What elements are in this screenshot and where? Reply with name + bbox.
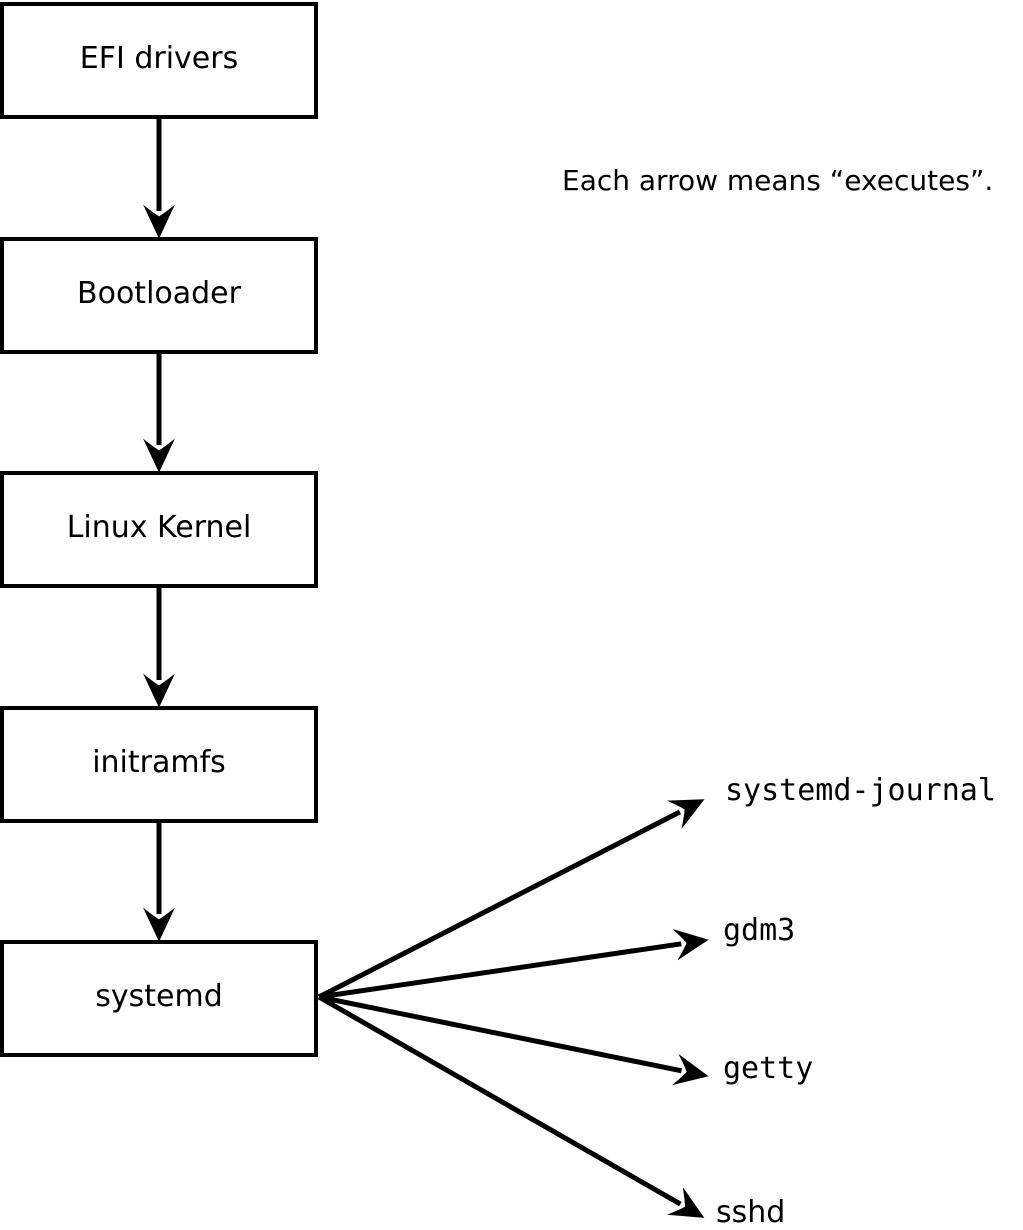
branch-label-systemd-journal: systemd-journal: [725, 773, 996, 808]
node-label-bootloader: Bootloader: [77, 276, 242, 311]
node-label-systemd: systemd: [95, 979, 223, 1014]
arrow-systemd-to-sshd: [317, 994, 705, 1218]
node-label-linux-kernel: Linux Kernel: [67, 510, 252, 545]
node-box-efi-drivers: [0, 2, 318, 119]
arrow-systemd-to-gdm3: [318, 928, 709, 1000]
node-box-bootloader: [0, 237, 318, 354]
node-systemd: systemd: [0, 940, 318, 1057]
branch-label-getty: getty: [723, 1051, 813, 1086]
node-linux-kernel: Linux Kernel: [0, 471, 318, 588]
node-box-initramfs: [0, 706, 318, 823]
arrow-systemd-to-getty: [318, 994, 709, 1086]
node-box-linux-kernel: [0, 471, 318, 588]
arrow-meaning-note: Each arrow means “executes”.: [562, 164, 993, 197]
node-label-efi-drivers: EFI drivers: [80, 41, 238, 76]
branch-label-gdm3: gdm3: [723, 913, 795, 948]
branch-label-sshd: sshd: [716, 1195, 785, 1230]
node-initramfs: initramfs: [0, 706, 318, 823]
node-bootloader: Bootloader: [0, 237, 318, 354]
node-efi-drivers: EFI drivers: [0, 2, 318, 119]
arrow-systemd-to-systemd-journal: [317, 799, 705, 1000]
node-label-initramfs: initramfs: [92, 745, 226, 780]
node-box-systemd: [0, 940, 318, 1057]
